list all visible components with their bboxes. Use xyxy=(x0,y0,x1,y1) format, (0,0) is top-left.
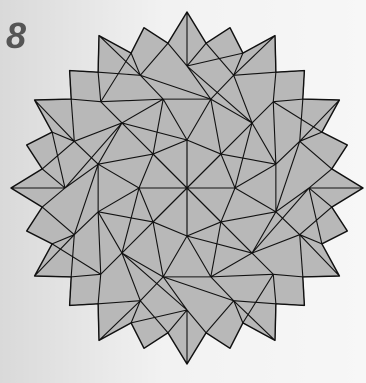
crease-lines xyxy=(11,12,363,364)
